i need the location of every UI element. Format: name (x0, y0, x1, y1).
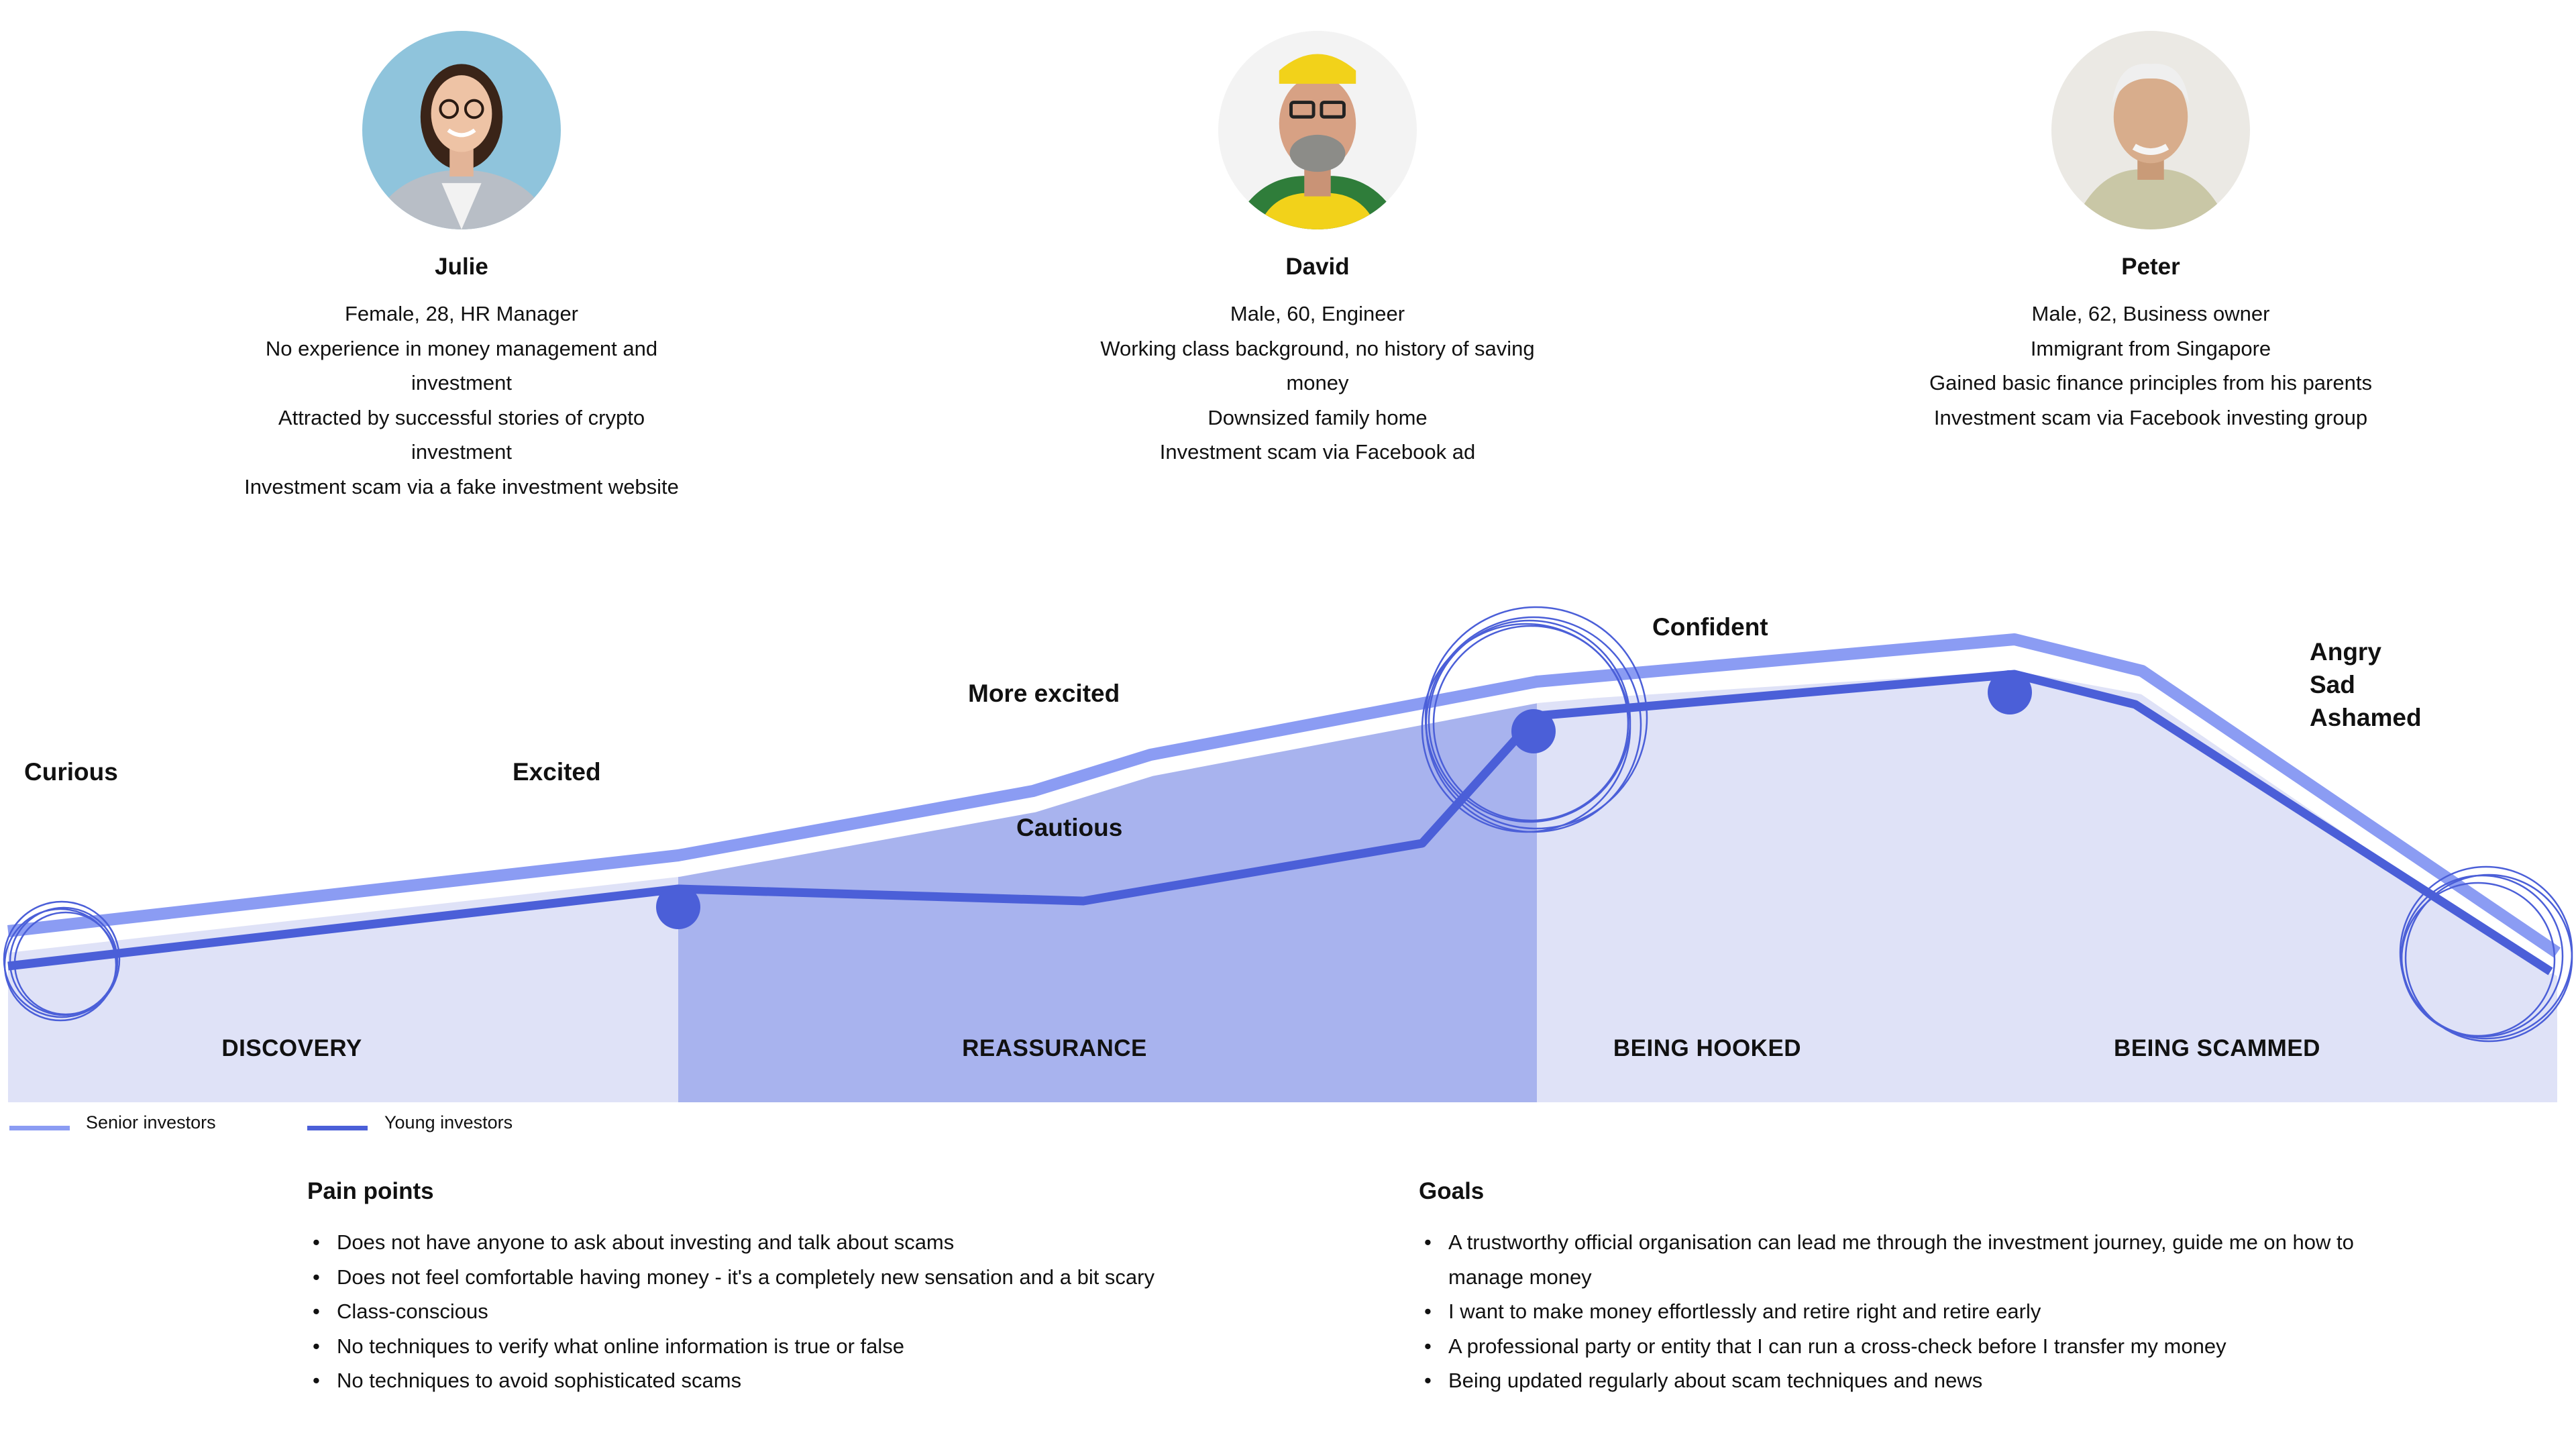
persona-detail: Immigrant from Singapore (2030, 336, 2271, 360)
list-item-continuation: manage money (1448, 1265, 1592, 1289)
list-item: Class-conscious (307, 1294, 1381, 1329)
list-item: A trustworthy official organisation can … (1419, 1225, 2559, 1260)
highlight-ring-end (2399, 865, 2573, 1043)
persona-detail: Investment scam via a fake investment we… (244, 474, 679, 498)
persona-detail: Investment scam via Facebook investing g… (1933, 405, 2368, 429)
persona-peter: Peter Male, 62, Business owner Immigrant… (1896, 31, 2406, 435)
persona-detail: Downsized family home (1208, 405, 1428, 429)
legend-senior-label: Senior investors (86, 1112, 216, 1132)
persona-name: Julie (435, 254, 488, 280)
julie-avatar (362, 31, 561, 229)
persona-detail: Attracted by successful stories of crypt… (278, 405, 645, 429)
persona-detail: money (1286, 371, 1349, 394)
persona-detail: investment (411, 440, 512, 464)
legend-young: Young investors (384, 1112, 513, 1133)
persona-detail: Investment scam via Facebook ad (1159, 440, 1476, 464)
legend-young-label: Young investors (384, 1112, 513, 1132)
milestone-dot (1988, 670, 2032, 714)
list-item: Does not feel comfortable having money -… (307, 1260, 1381, 1295)
david-avatar (1218, 31, 1417, 229)
persona-detail: Male, 62, Business owner (2031, 302, 2270, 325)
milestone-dot (656, 885, 700, 929)
milestone-dot (1511, 709, 1556, 753)
highlight-ring-confident (1421, 606, 1648, 833)
goals-title: Goals (1419, 1178, 1485, 1204)
goals-section: Goals A trustworthy official organisatio… (1419, 1178, 2559, 1398)
legend-swatch-young (307, 1126, 368, 1130)
emotion-more-excited: More excited (968, 680, 1120, 707)
persona-david: David Male, 60, Engineer Working class b… (1063, 31, 1572, 470)
phase-discovery: DISCOVERY (221, 1035, 362, 1061)
persona-detail: Gained basic finance principles from his… (1929, 371, 2372, 394)
phase-reassurance: REASSURANCE (962, 1035, 1147, 1061)
phase-area-being-hooked (1537, 671, 2142, 1102)
emotion-ashamed: Ashamed (2310, 704, 2422, 731)
goals-list: A trustworthy official organisation can … (1419, 1225, 2559, 1398)
legend-senior: Senior investors (86, 1112, 216, 1133)
emotion-angry: Angry (2310, 638, 2381, 666)
persona-details: Male, 62, Business owner Immigrant from … (1896, 297, 2406, 435)
pain-points-section: Pain points Does not have anyone to ask … (307, 1178, 1381, 1398)
senior-investors-line (7, 633, 2561, 958)
list-item: No techniques to verify what online info… (307, 1329, 1381, 1364)
persona-julie: Julie Female, 28, HR Manager No experien… (207, 31, 716, 504)
phase-being-hooked: BEING HOOKED (1613, 1035, 1802, 1061)
persona-detail: Female, 28, HR Manager (344, 302, 579, 325)
phase-area-being-scammed (2142, 694, 2557, 1102)
senior-line-halo (7, 638, 2564, 975)
emotion-angry-sad-ashamed: Angry Sad Ashamed (2310, 635, 2422, 734)
emotion-excited: Excited (513, 758, 601, 786)
persona-detail: No experience in money management and (265, 336, 658, 360)
legend-swatch-senior (9, 1126, 70, 1130)
pain-points-title: Pain points (307, 1178, 434, 1204)
list-item: Does not have anyone to ask about invest… (307, 1225, 1381, 1260)
persona-name: Peter (2121, 254, 2180, 280)
persona-details: Male, 60, Engineer Working class backgro… (1063, 297, 1572, 470)
emotion-confident: Confident (1652, 613, 1768, 641)
list-item: I want to make money effortlessly and re… (1419, 1294, 2559, 1329)
list-item: No techniques to avoid sophisticated sca… (307, 1363, 1381, 1398)
phase-being-scammed: BEING SCAMMED (2114, 1035, 2320, 1061)
emotion-sad: Sad (2310, 671, 2355, 698)
persona-detail: investment (411, 371, 512, 394)
emotion-cautious: Cautious (1016, 814, 1123, 841)
list-item: Being updated regularly about scam techn… (1419, 1363, 2559, 1398)
persona-detail: Male, 60, Engineer (1230, 302, 1405, 325)
young-investors-line (7, 670, 2553, 975)
highlight-ring-start (3, 900, 121, 1022)
persona-detail: Working class background, no history of … (1100, 336, 1535, 360)
persona-name: David (1285, 254, 1350, 280)
persona-details: Female, 28, HR Manager No experience in … (207, 297, 716, 504)
phase-area-reassurance (678, 702, 1537, 1102)
list-item: A professional party or entity that I ca… (1419, 1329, 2559, 1364)
peter-avatar (2051, 31, 2250, 229)
pain-points-list: Does not have anyone to ask about invest… (307, 1225, 1381, 1398)
emotion-curious: Curious (24, 758, 118, 786)
